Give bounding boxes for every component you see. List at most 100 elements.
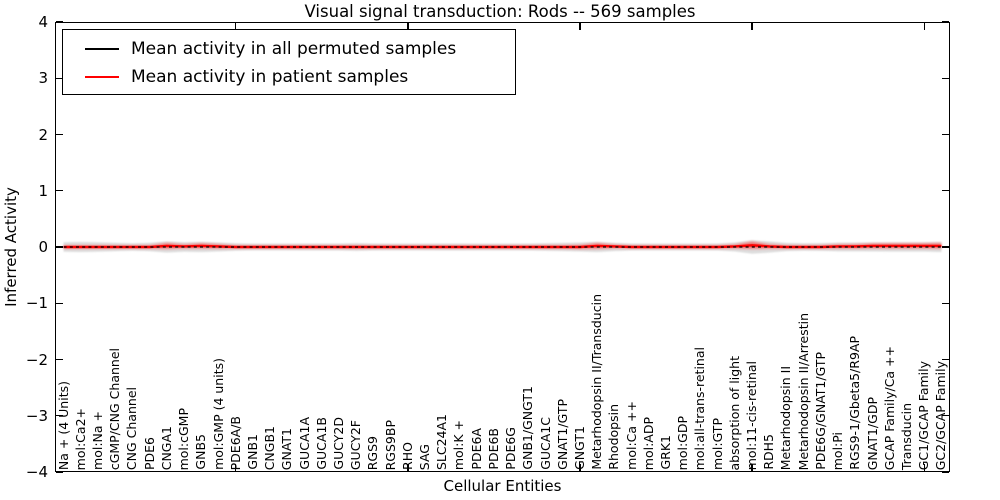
x-category-label: Rhodopsin: [606, 404, 622, 470]
x-category-label: Na + (4 Units): [55, 380, 71, 470]
x-category-label: GNAT1/GTP: [554, 399, 570, 470]
x-tick-top: [235, 23, 237, 30]
x-category-label: CNG Channel: [124, 386, 140, 470]
y-tick-left: [56, 133, 63, 136]
y-tick-right: [942, 415, 949, 417]
plot-series-canvas: [63, 240, 942, 254]
x-category-label: PDE6: [141, 436, 157, 470]
y-tick-right: [942, 21, 949, 23]
x-tick-top: [407, 23, 409, 30]
x-category-label: mol:11-cis-retinal: [744, 360, 760, 470]
x-category-label: GCAP Family/Ca ++: [881, 345, 897, 470]
x-category-label: GUCY2F: [348, 419, 364, 470]
x-category-label: PDE6A/B: [227, 415, 243, 470]
x-tick-top: [751, 23, 753, 30]
x-category-label: mol:GMP (4 units): [210, 358, 226, 470]
x-category-label: PDE6G: [503, 427, 519, 470]
x-category-label: GNB1: [244, 434, 260, 470]
legend-label-patient: Mean activity in patient samples: [131, 67, 409, 87]
x-category-label: Metarhodopsin II/Arrestin: [795, 312, 811, 470]
x-category-label: CNGA1: [158, 425, 174, 470]
legend-line-permuted: [85, 48, 119, 50]
x-category-label: GNB1/GNGT1: [520, 386, 536, 470]
x-category-label: SAG: [417, 443, 433, 470]
y-tick-label: 3: [38, 69, 48, 88]
y-tick-label: 2: [38, 125, 48, 144]
x-category-label: GC2/GCAP Family: [933, 360, 949, 470]
y-tick-right: [942, 358, 949, 361]
x-category-label: GC1/GCAP Family: [916, 360, 932, 470]
y-tick-left: [56, 77, 63, 79]
x-category-label: mol:Ca ++: [623, 401, 639, 470]
x-tick-bottom: [923, 464, 925, 471]
y-tick-label: −1: [25, 294, 48, 313]
x-category-label: PDE6G/GNAT1/GTP: [812, 352, 828, 470]
x-category-label: Metarhodopsin II: [778, 365, 794, 470]
y-tick-left: [56, 358, 63, 361]
x-tick-bottom: [407, 464, 409, 471]
x-category-label: RDH5: [761, 434, 777, 470]
y-tick-left: [56, 246, 63, 248]
x-category-label: GNAT1: [279, 427, 295, 470]
x-category-label: GUCA1C: [537, 417, 553, 470]
x-category-label: GUCY2D: [330, 417, 346, 470]
x-category-label: RGS9: [365, 435, 381, 470]
legend-item-permuted: Mean activity in all permuted samples: [63, 38, 515, 60]
x-category-label: Metarhodopsin II/Transducin: [589, 294, 605, 470]
x-category-label: GNGT1: [571, 426, 587, 470]
y-tick-label: −2: [25, 350, 48, 369]
x-category-label: mol:ADP: [640, 416, 656, 470]
x-category-label: mol:Ca2+: [72, 407, 88, 470]
y-tick-left: [56, 471, 63, 473]
x-tick-top: [579, 23, 581, 30]
x-category-label: mol:all-trans-retinal: [692, 346, 708, 470]
y-tick-label: −3: [25, 406, 48, 425]
legend: Mean activity in all permuted samples Me…: [62, 29, 516, 95]
x-category-label: GNAT1/GDP: [864, 396, 880, 470]
x-category-label: GNB5: [193, 434, 209, 470]
x-tick-top: [923, 23, 925, 30]
y-tick-right: [942, 471, 949, 473]
y-tick-label: −4: [25, 463, 48, 481]
y-tick-left: [56, 302, 63, 304]
x-category-label: Transducin: [898, 402, 914, 470]
legend-item-patient: Mean activity in patient samples: [63, 66, 515, 88]
x-category-label: mol:Na +: [90, 411, 106, 470]
x-category-label: GUCA1B: [313, 417, 329, 470]
x-axis-label: Cellular Entities: [443, 477, 562, 495]
x-category-label: CNGB1: [262, 425, 278, 470]
y-tick-right: [942, 190, 949, 192]
x-category-label: RGS9-1/Gbeta5/R9AP: [847, 336, 863, 470]
legend-line-patient: [85, 76, 119, 78]
x-category-label: mol:GDP: [675, 415, 691, 470]
x-category-label: mol:K +: [451, 419, 467, 470]
y-tick-left: [56, 21, 63, 23]
y-tick-label: 0: [38, 238, 48, 256]
series-patient-line: [63, 244, 942, 249]
y-tick-right: [942, 302, 949, 304]
y-tick-label: 4: [38, 13, 48, 31]
y-tick-left: [56, 190, 63, 192]
y-tick-left: [56, 415, 63, 417]
y-tick-label: 1: [38, 181, 48, 200]
x-category-label: GUCA1A: [296, 417, 312, 470]
legend-label-permuted: Mean activity in all permuted samples: [131, 39, 457, 59]
x-category-label: cGMP/CNG Channel: [107, 347, 123, 470]
x-tick-bottom: [235, 464, 237, 471]
chart-title: Visual signal transduction: Rods -- 569 …: [304, 2, 696, 21]
x-tick-bottom: [579, 464, 581, 471]
x-category-label: GRK1: [658, 435, 673, 470]
x-category-label: mol:Pi: [830, 431, 846, 470]
x-category-label: PDE6A: [468, 428, 484, 470]
x-category-label: RHO: [399, 442, 415, 470]
x-category-label: absorption of light: [726, 355, 742, 470]
x-tick-bottom: [751, 464, 753, 471]
x-category-label: mol:cGMP: [176, 407, 192, 470]
x-category-label: RGS9BP: [382, 419, 398, 470]
x-category-label: mol:GTP: [709, 418, 725, 470]
x-category-label: PDE6B: [485, 428, 501, 470]
y-tick-right: [942, 246, 949, 248]
y-tick-right: [942, 133, 949, 136]
x-category-label: SLC24A1: [434, 413, 450, 470]
